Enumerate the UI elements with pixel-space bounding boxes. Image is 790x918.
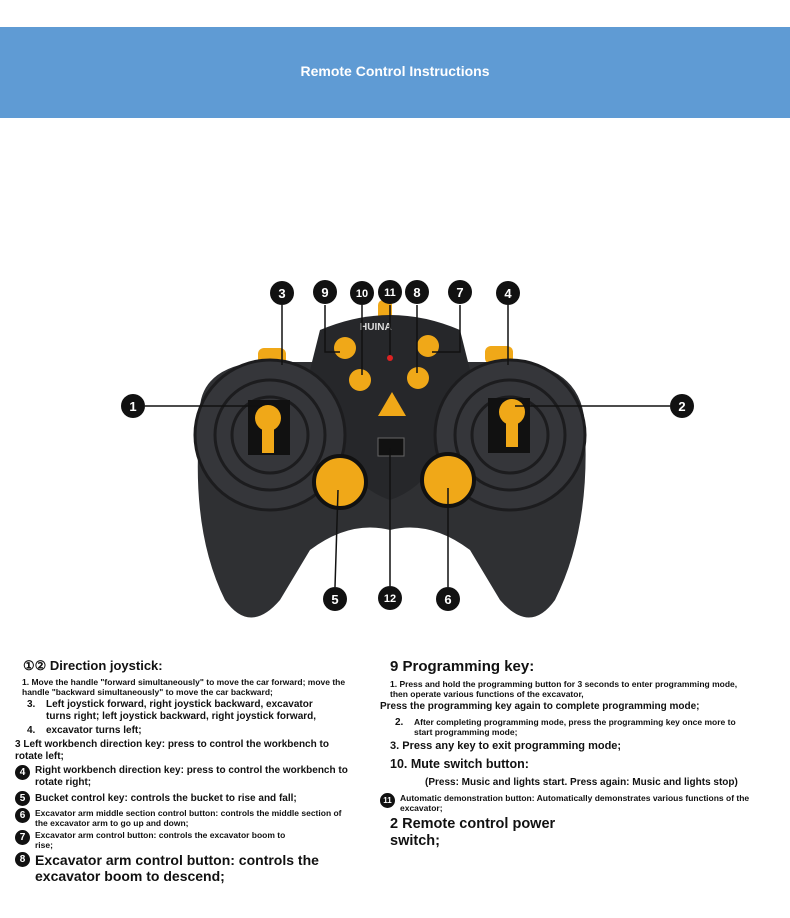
- joystick-step-1b: handle "backward simultaneously" to move…: [22, 687, 273, 697]
- controller-diagram: HUINA 1 2 3 4 5 6 7 8 9 10 11: [121, 280, 694, 618]
- badge-4: 4: [15, 765, 30, 780]
- badge-8: 8: [15, 852, 30, 867]
- key-6-desc: Excavator arm middle section control but…: [35, 808, 342, 818]
- callout-5: 5: [323, 587, 347, 611]
- controller-body: HUINA: [193, 300, 587, 618]
- step-number-4: 4.: [27, 725, 36, 736]
- mute-desc: (Press: Music and lights start. Press ag…: [425, 777, 738, 788]
- joystick-step-3a: Left joystick forward, right joystick ba…: [46, 699, 313, 710]
- svg-text:12: 12: [384, 593, 396, 605]
- svg-text:8: 8: [413, 285, 420, 300]
- prog-step-3: 3. Press any key to exit programming mod…: [390, 740, 622, 752]
- mute-heading: 10. Mute switch button:: [390, 757, 529, 771]
- badge-7: 7: [15, 830, 30, 845]
- joystick-step-3b: turns right; left joystick backward, rig…: [46, 711, 317, 722]
- key-7-desc: Excavator arm control button: controls t…: [35, 830, 286, 840]
- callout-4: 4: [496, 281, 520, 305]
- auto-demo-desc-b: excavator;: [400, 803, 443, 813]
- callout-6: 6: [436, 587, 460, 611]
- callout-12: 12: [378, 586, 402, 610]
- callout-7: 7: [448, 280, 472, 304]
- svg-text:11: 11: [384, 287, 396, 299]
- badge-5: 5: [15, 791, 30, 806]
- direction-joystick-heading: ①② Direction joystick:: [23, 658, 163, 673]
- auto-demo-desc: Automatic demonstration button: Automati…: [400, 793, 750, 803]
- svg-text:9: 9: [321, 285, 328, 300]
- prog-step-1c: Press the programming key again to compl…: [380, 701, 700, 712]
- prog-step-number-2: 2.: [395, 717, 404, 728]
- programming-key-heading: 9 Programming key:: [390, 658, 535, 675]
- page-title: Remote Control Instructions: [300, 63, 490, 79]
- callout-2: 2: [670, 394, 694, 418]
- key-3-desc-b: rotate left;: [15, 751, 64, 762]
- prog-step-1b: then operate various functions of the ex…: [390, 689, 584, 699]
- key-8-desc: Excavator arm control button: controls t…: [35, 852, 319, 868]
- svg-text:7: 7: [456, 285, 463, 300]
- callout-lines: [145, 305, 670, 588]
- callout-1: 1: [121, 394, 145, 418]
- svg-text:10: 10: [356, 288, 368, 300]
- header-banner: Remote Control Instructions: [0, 27, 790, 118]
- key-4-desc: Right workbench direction key: press to …: [35, 765, 348, 776]
- prog-step-2b: start programming mode;: [414, 727, 518, 737]
- key-5-desc: Bucket control key: controls the bucket …: [35, 793, 297, 804]
- key-3-desc: 3 Left workbench direction key: press to…: [15, 739, 329, 750]
- step-number-3: 3.: [27, 699, 36, 710]
- svg-text:1: 1: [129, 399, 136, 414]
- svg-text:4: 4: [504, 286, 512, 301]
- callout-3: 3: [270, 281, 294, 305]
- key-7-desc-b: rise;: [35, 840, 53, 850]
- svg-text:3: 3: [278, 286, 285, 301]
- callout-9: 9: [313, 280, 337, 304]
- brand-logo: HUINA: [360, 322, 392, 333]
- callout-11: 11: [378, 280, 402, 304]
- power-switch-desc-b: switch;: [390, 833, 440, 849]
- joystick-step-1: 1. Move the handle "forward simultaneous…: [22, 677, 346, 687]
- prog-step-2a: After completing programming mode, press…: [414, 717, 736, 727]
- badge-6: 6: [15, 808, 30, 823]
- key-8-desc-b: excavator boom to descend;: [35, 868, 225, 884]
- key-4-desc-b: rotate right;: [35, 777, 92, 788]
- joystick-step-4: excavator turns left;: [46, 725, 142, 736]
- svg-text:6: 6: [444, 592, 451, 607]
- svg-text:2: 2: [678, 399, 685, 414]
- badge-11: 11: [380, 793, 395, 808]
- right-instructions: 9 Programming key: 1. Press and hold the…: [380, 658, 782, 850]
- left-instructions: ①② Direction joystick: 1. Move the handl…: [10, 658, 372, 886]
- prog-step-1a: 1. Press and hold the programming button…: [390, 679, 738, 689]
- key-6-desc-b: the excavator arm to go up and down;: [35, 818, 189, 828]
- svg-text:5: 5: [331, 592, 338, 607]
- callout-10: 10: [350, 281, 374, 305]
- callout-8: 8: [405, 280, 429, 304]
- power-switch-desc: 2 Remote control power: [390, 816, 556, 832]
